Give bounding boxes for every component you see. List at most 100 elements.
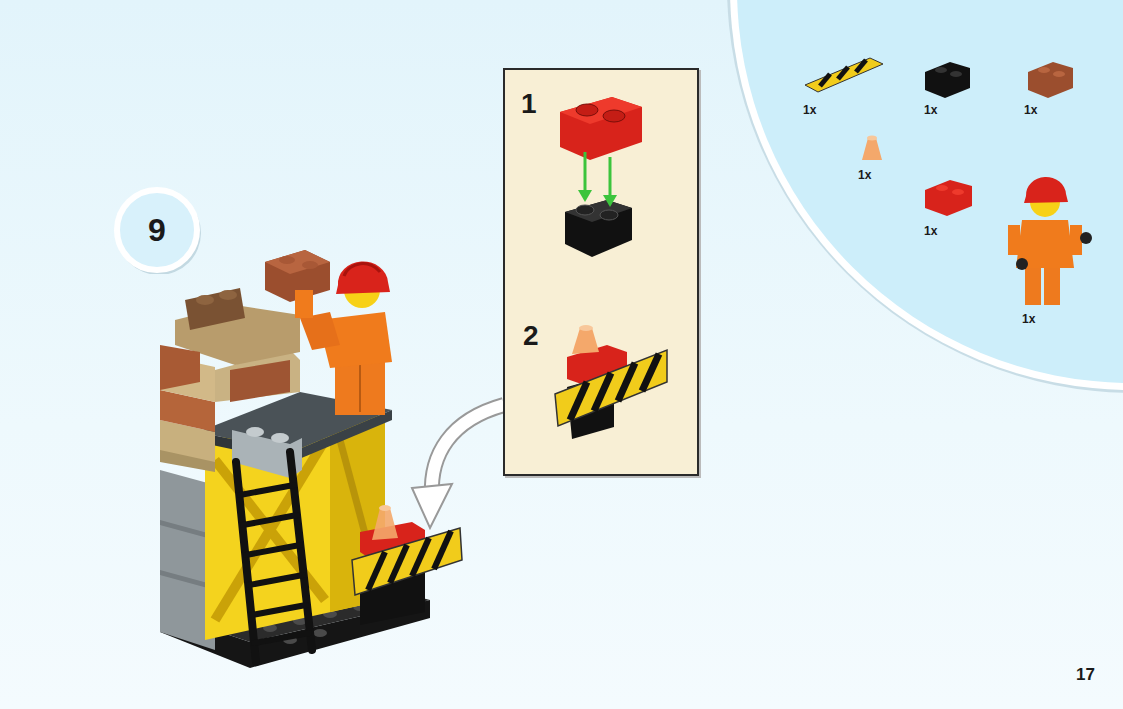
brick-shape	[560, 97, 642, 160]
part-shape	[935, 67, 947, 73]
part-shape	[952, 189, 964, 195]
brick-wall	[230, 360, 290, 402]
part-shape	[1024, 177, 1068, 203]
part-shape	[936, 185, 948, 191]
part-shape	[925, 62, 970, 98]
brick-shape	[609, 157, 612, 199]
callout-arrow	[432, 405, 504, 495]
top-plate	[292, 410, 392, 462]
part-shape	[1044, 265, 1060, 305]
callout-arrow	[412, 484, 452, 528]
worker-minifigure	[344, 264, 380, 276]
part-shape	[1025, 265, 1041, 305]
substep-number: 2	[523, 322, 539, 350]
brick-shape	[572, 328, 599, 354]
worker-minifigure	[359, 360, 361, 412]
part-count: 1x	[1024, 104, 1037, 116]
ladder	[236, 452, 312, 662]
part-shape	[1080, 232, 1092, 244]
brick-shape	[618, 363, 635, 401]
barrier	[368, 531, 451, 590]
brick-shape	[594, 373, 611, 411]
callout-parts	[555, 97, 667, 439]
part-shape	[856, 60, 866, 72]
circle-shadow	[117, 191, 201, 274]
part-shape	[1028, 62, 1073, 98]
brick-shape	[565, 200, 632, 222]
parts-group	[727, 0, 1123, 393]
brick-wall	[160, 450, 215, 472]
grey-brick	[271, 433, 289, 443]
step-number: 9	[148, 214, 166, 246]
part-shape	[862, 138, 882, 160]
worker-minifigure	[295, 290, 313, 318]
brick-wall	[219, 290, 237, 300]
step-circle: 9	[113, 186, 201, 274]
barrier	[434, 531, 451, 569]
brick-shape	[555, 350, 667, 426]
page-number: 17	[1076, 666, 1095, 683]
circle-fill	[117, 190, 197, 270]
callout-arrow	[432, 405, 504, 495]
substep-number: 1	[521, 90, 537, 118]
ladder	[252, 605, 306, 615]
parts-illustration	[700, 0, 1123, 400]
held-brick	[265, 250, 330, 274]
part-shape	[805, 58, 883, 92]
brick-shape	[584, 152, 587, 194]
ladder	[249, 575, 303, 585]
ladder	[254, 633, 309, 643]
brick-wall	[160, 288, 300, 472]
brick-shape	[578, 190, 592, 202]
brick-shape	[560, 97, 642, 124]
part-shape	[867, 136, 877, 141]
brick-wall	[160, 345, 200, 390]
callout-arrow	[412, 405, 504, 528]
part-shape	[730, 0, 1123, 390]
part-shape	[1016, 258, 1028, 270]
held-brick	[279, 256, 295, 264]
part-shape	[727, 0, 1123, 393]
brick-shape	[576, 104, 598, 116]
brick-shape	[579, 325, 593, 331]
base-plate	[313, 629, 327, 637]
parts-list-panel: 1x 1x 1x 1x 1x 1x	[700, 0, 1123, 400]
part-count: 1x	[858, 169, 871, 181]
barrier	[390, 545, 407, 583]
callout-panel: 12	[503, 68, 699, 476]
barrier	[352, 505, 462, 625]
brick-wall	[185, 288, 245, 330]
ladder	[243, 515, 297, 525]
brick-shape	[576, 205, 594, 215]
barrier	[368, 552, 385, 590]
brick-shape	[642, 354, 659, 391]
part-count: 1x	[924, 104, 937, 116]
barrier	[372, 508, 398, 540]
part-shape	[1008, 225, 1020, 255]
grey-brick	[246, 427, 264, 437]
worker-minifigure	[336, 261, 390, 294]
part-count: 1x	[803, 104, 816, 116]
part-shape	[1038, 67, 1050, 73]
part-shape	[838, 67, 848, 79]
part-count: 1x	[1022, 313, 1035, 325]
part-count: 1x	[924, 225, 937, 237]
brick-shape	[603, 110, 625, 122]
part-shape	[820, 74, 830, 86]
ladder	[246, 545, 300, 555]
part-shape	[737, 0, 1123, 383]
brick-shape	[600, 210, 618, 220]
brick-shape	[565, 200, 632, 257]
part-shape	[925, 180, 972, 216]
barrier	[412, 538, 429, 576]
part-shape	[950, 71, 962, 77]
barrier	[352, 528, 462, 595]
barrier	[379, 505, 391, 511]
callout-illustration	[505, 70, 697, 474]
ladder	[240, 485, 294, 495]
brick-shape	[603, 195, 617, 207]
held-brick	[302, 261, 318, 269]
brick-shape	[570, 382, 587, 420]
ladder	[290, 452, 312, 650]
brick-wall	[196, 295, 214, 305]
